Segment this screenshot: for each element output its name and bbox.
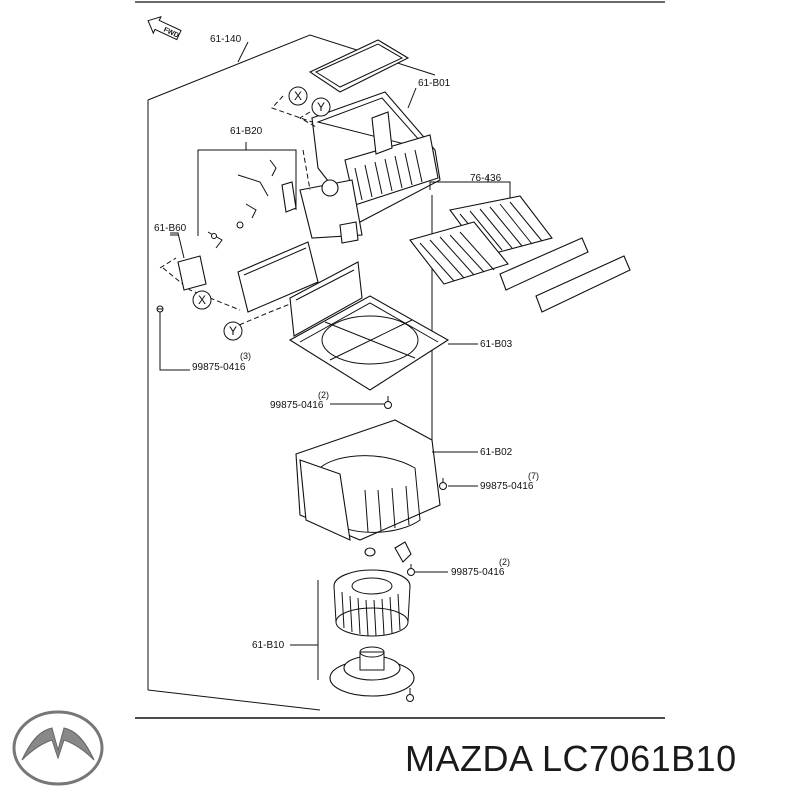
side-panels [237,241,363,337]
svg-text:Y: Y [229,324,237,338]
callout-blower-motor: 61-B10 [252,640,285,651]
screw-label: 99875-0416 [270,400,324,411]
screw-label: 99875-0416 [480,481,534,492]
callout-case-upper: 61-B01 [418,78,451,89]
callout-cover: 61-B03 [480,339,513,350]
callout-bracket: 61-B60 [154,223,187,234]
blower-motor-bracket [290,580,319,646]
alignment-mark-x-top: X [288,86,308,106]
upper-case [299,91,441,244]
leader-61-140 [237,41,249,63]
screw-icon [156,305,164,313]
screw-qty: (2) [499,557,510,567]
screw-icon [384,396,392,409]
alignment-path-x-bottom [162,267,241,311]
blower-motor [329,646,415,697]
link-set-parts [207,159,297,249]
upper-gasket [308,39,410,93]
alignment-path-link [302,149,311,191]
callout-case-lower: 61-B02 [480,447,513,458]
product-title: MAZDA LC7061B10 [405,738,737,779]
mazda-logo [12,710,104,786]
leader-61-B01 [407,87,417,109]
screw-label: 99875-0416 [451,567,505,578]
bracket-part [177,255,207,291]
callout-filter: 76-436 [470,173,502,184]
screw-qty: (3) [240,351,251,361]
callout-assembly: 61-140 [210,34,242,45]
screw-qty: (2) [318,390,329,400]
bracket-leader [170,232,185,259]
callout-link-set: 61-B20 [230,126,263,137]
screw-icon [407,564,415,576]
lower-case [295,419,441,541]
alignment-path-bracket [159,257,177,269]
svg-text:Y: Y [317,100,325,114]
assembly-outline-bottom [147,689,321,711]
alignment-mark-y-top: Y [311,97,331,117]
svg-text:X: X [294,89,302,103]
alignment-path-x-top [271,95,313,123]
svg-text:X: X [198,293,206,307]
motor-grommet [364,547,376,557]
screw-icon [406,688,414,702]
alignment-mark-x-bottom: X [192,290,212,310]
link-set-bracket [197,149,297,236]
cabin-filter [409,195,631,313]
alignment-mark-y-bottom: Y [223,321,243,341]
screw-label: 99875-0416 [192,362,246,373]
blower-fan [333,569,411,637]
leader-screw-1 [159,312,190,371]
screw-icon [439,478,447,490]
filter-bracket [429,181,511,200]
alignment-path-y-top [299,111,319,129]
forward-arrow-icon: FWD [147,15,182,41]
alignment-path-y-bottom [231,299,301,329]
screw-qty: (7) [528,471,539,481]
motor-clip [394,541,412,563]
blower-cover [288,295,450,391]
